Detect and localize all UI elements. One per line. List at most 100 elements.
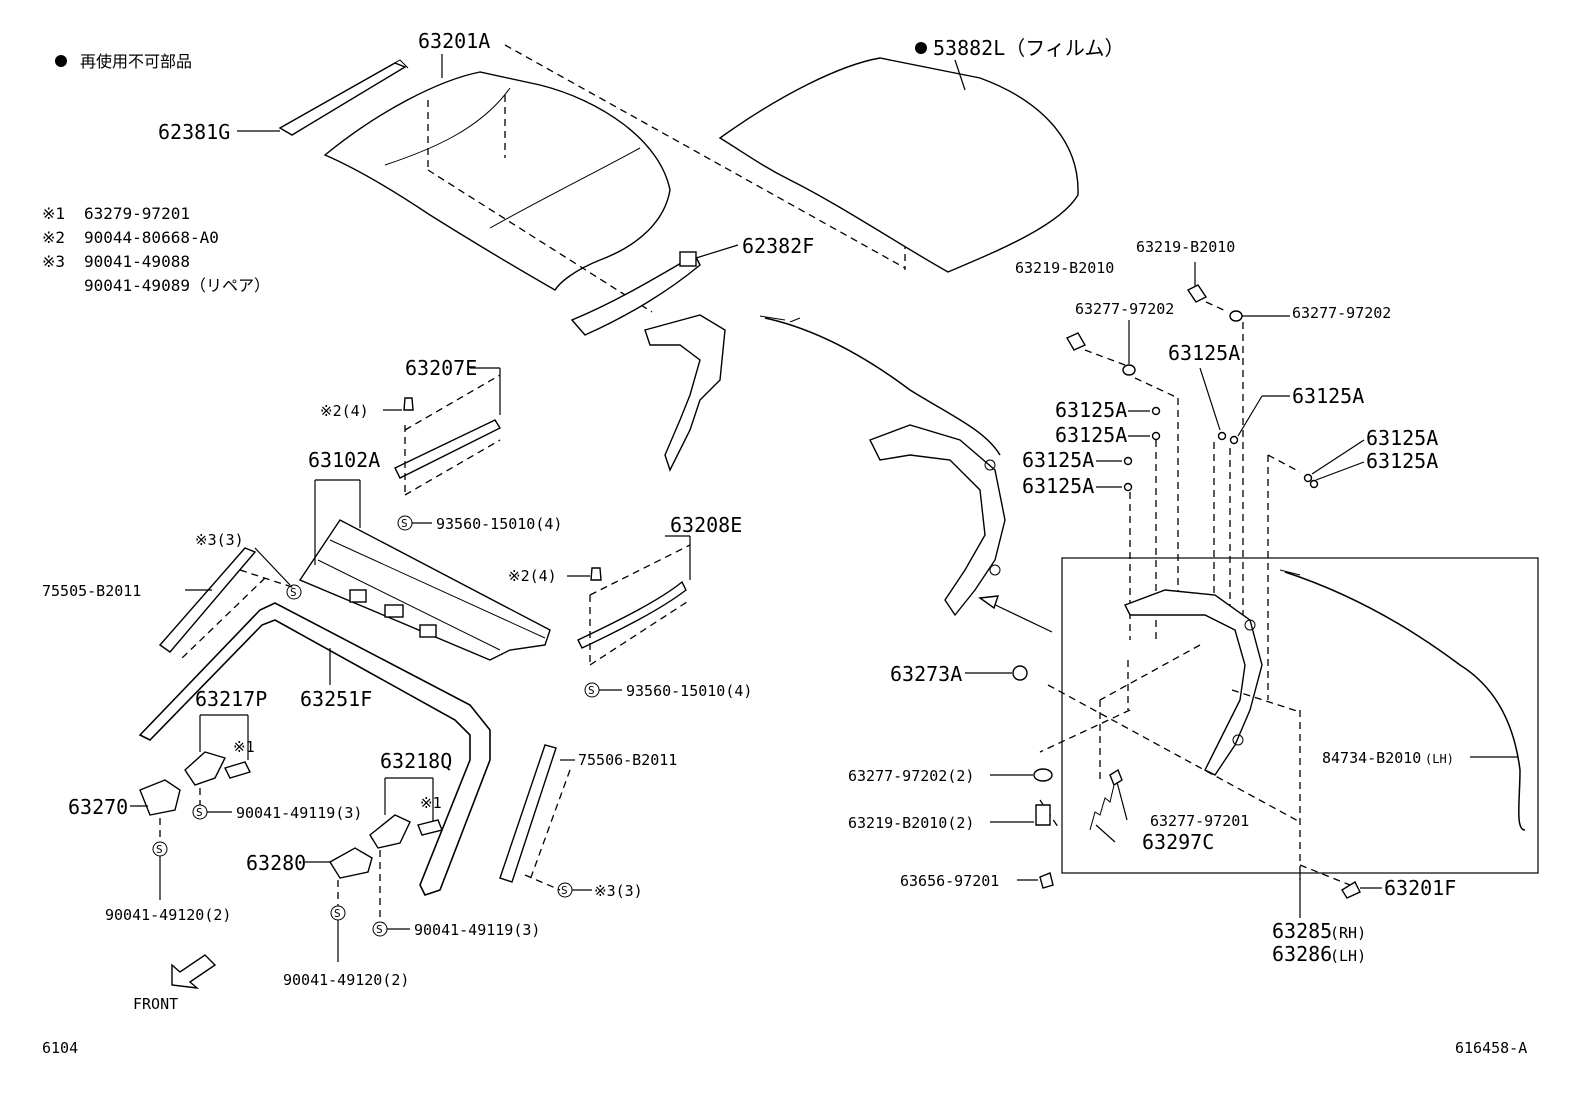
- bolt-63219-a: [1066, 332, 1126, 366]
- label-63207E: 63207E: [405, 356, 477, 380]
- label-63251F: 63251F: [300, 687, 372, 711]
- cable-upper: [759, 315, 1001, 456]
- label-93560-b: 93560-15010(4): [626, 682, 752, 700]
- base-63270: [130, 779, 181, 842]
- svg-text:S: S: [401, 517, 408, 530]
- base-63280: [305, 847, 373, 906]
- clip-63656: [1017, 872, 1054, 889]
- label-63125A-2: 63125A: [1292, 384, 1364, 408]
- nonreusable-dot-icon: [915, 42, 927, 54]
- cable-84734: [1279, 569, 1526, 831]
- tag-rh: (RH): [1330, 924, 1366, 942]
- label-63125A-7: 63125A: [1366, 426, 1438, 450]
- label-63277-c: 63277-97202(2): [848, 767, 974, 785]
- svg-text:S: S: [376, 923, 383, 936]
- label-63285: 63285: [1272, 919, 1332, 943]
- clip-icon: [1217, 431, 1227, 441]
- label-63217P: 63217P: [195, 687, 267, 711]
- washer-63277-a: [1122, 320, 1179, 600]
- tag-lh-2: (LH): [1330, 947, 1366, 965]
- legend-note-4-text: 90041-49089（リペア）: [84, 276, 270, 295]
- clip-icon: [567, 567, 602, 581]
- link-arm-detail: [1124, 589, 1263, 776]
- header-63102A: [298, 479, 551, 661]
- label-63125A-4: 63125A: [1055, 423, 1127, 447]
- screw-symbol-icon: S: [254, 547, 302, 600]
- label-93560-a: 93560-15010(4): [436, 515, 562, 533]
- label-note3-3-b: ※3(3): [594, 882, 643, 900]
- roof-panel: [323, 44, 906, 313]
- label-63286: 63286: [1272, 942, 1332, 966]
- label-90041-119-a: 90041-49119(3): [236, 804, 362, 822]
- screw-symbol-icon: S: [372, 921, 410, 937]
- seal-62381G: [237, 59, 409, 136]
- nonreusable-dot-icon: [55, 55, 67, 67]
- leader: [1039, 709, 1131, 753]
- label-63201A: 63201A: [418, 29, 490, 53]
- screw-symbol-icon: S: [397, 515, 432, 531]
- svg-text:S: S: [290, 586, 297, 599]
- tag-lh: (LH): [1425, 752, 1454, 766]
- svg-text:S: S: [561, 884, 568, 897]
- label-75506: 75506-B2011: [578, 751, 677, 769]
- front-arrow-icon: [171, 954, 217, 989]
- clip-icon: [1303, 473, 1313, 483]
- screw-symbol-icon: S: [330, 905, 346, 962]
- leader: [1299, 864, 1351, 886]
- label-63125A-6: 63125A: [1022, 474, 1094, 498]
- clip-icon: [383, 397, 414, 411]
- seal-62382F: [570, 244, 739, 336]
- label-63125A-5: 63125A: [1022, 448, 1094, 472]
- label-63125A-3: 63125A: [1055, 398, 1127, 422]
- film-panel: [718, 57, 1079, 273]
- screw-symbol-icon: S: [557, 882, 592, 898]
- label-note2-4-a: ※2(4): [320, 402, 369, 420]
- label-75505: 75505-B2011: [42, 582, 141, 600]
- screw-symbol-icon: S: [192, 804, 232, 820]
- footer-right-code: 616458-A: [1455, 1039, 1527, 1057]
- detail-arrow-line: [984, 599, 1053, 633]
- svg-text:S: S: [196, 806, 203, 819]
- bolt-63273A: [965, 665, 1028, 681]
- label-63218Q: 63218Q: [380, 749, 452, 773]
- label-53882L: 53882L（フィルム）: [933, 36, 1124, 60]
- trim-63207E: [394, 367, 502, 496]
- bolt-63219-c: [990, 804, 1051, 826]
- washer-63277-c: [990, 768, 1053, 782]
- label-note2-4-b: ※2(4): [508, 567, 557, 585]
- clip-icon: [1123, 456, 1133, 466]
- footer-left-code: 6104: [42, 1039, 78, 1057]
- legend-note-3-text: 90041-49088: [84, 252, 190, 271]
- svg-text:S: S: [588, 684, 595, 697]
- leader: [1099, 644, 1201, 701]
- label-63102A: 63102A: [308, 448, 380, 472]
- label-63219-b: 63219-B2010: [1136, 238, 1235, 256]
- svg-text:S: S: [156, 843, 163, 856]
- trim-75506: [499, 744, 575, 891]
- lock-63218Q: [369, 777, 443, 918]
- screw-symbol-icon: S: [152, 841, 168, 900]
- label-note3-3-a: ※3(3): [195, 531, 244, 549]
- label-note1-a: ※1: [233, 738, 255, 756]
- label-63125A-1: 63125A: [1168, 341, 1240, 365]
- clip-63201F: [1341, 881, 1382, 899]
- label-63277-b: 63277-97202: [1292, 304, 1391, 322]
- front-label: FRONT: [133, 995, 178, 1013]
- label-63270: 63270: [68, 795, 128, 819]
- trim-75505: [158, 547, 296, 661]
- lock-63217P: [184, 714, 251, 805]
- label-62381G: 62381G: [158, 120, 230, 144]
- clip-icon: [1229, 435, 1239, 445]
- label-90041-119-b: 90041-49119(3): [414, 921, 540, 939]
- label-63273A: 63273A: [890, 662, 962, 686]
- label-63125A-8: 63125A: [1366, 449, 1438, 473]
- label-63280: 63280: [246, 851, 306, 875]
- trim-63208E: [577, 535, 691, 666]
- clip-icon: [1309, 479, 1319, 489]
- label-63219-a: 63219-B2010: [1015, 259, 1114, 277]
- bolt-63219-b: [1186, 262, 1229, 313]
- label-63277-d: 63277-97201: [1150, 812, 1249, 830]
- label-90041-120-b: 90041-49120(2): [283, 971, 409, 989]
- link-bracket-left: [644, 314, 726, 472]
